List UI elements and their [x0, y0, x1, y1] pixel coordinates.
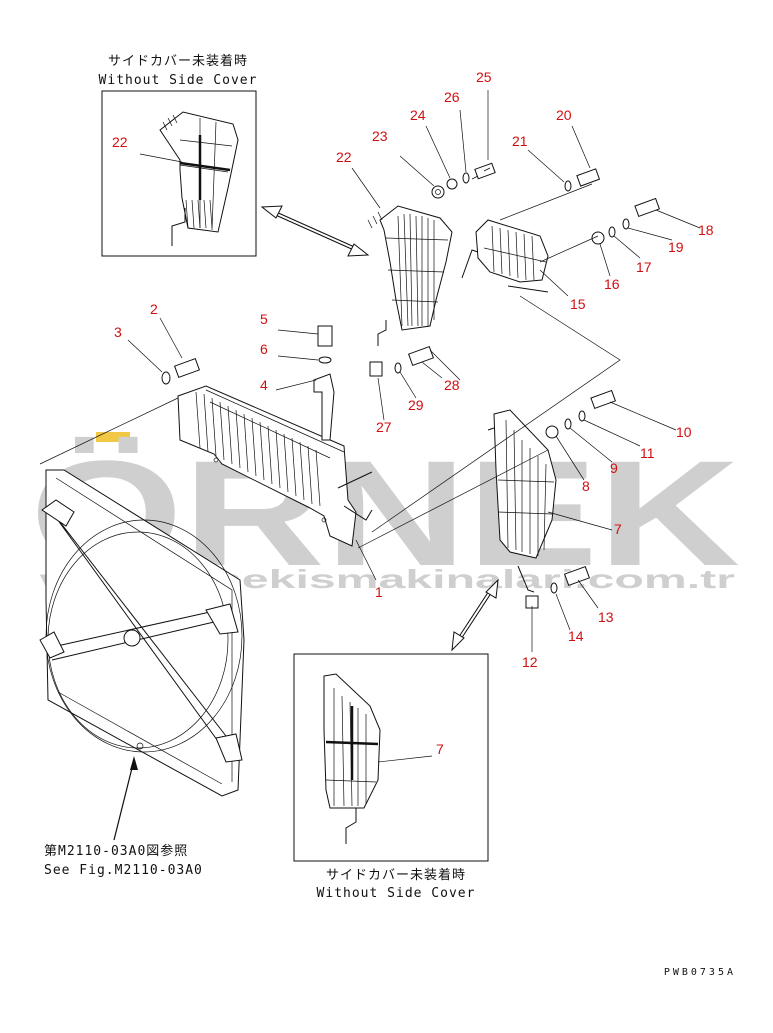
- callout-23: 23: [372, 128, 388, 144]
- leader-lines: [127, 90, 701, 652]
- hardware-middle: [161, 325, 461, 441]
- assembly-lines: [357, 295, 621, 549]
- part-1-frame: [177, 385, 373, 547]
- callout-15: 15: [570, 296, 586, 312]
- inset-bottom-title-en: Without Side Cover: [317, 886, 476, 901]
- callout-10: 10: [676, 424, 692, 440]
- callout-21: 21: [512, 133, 528, 149]
- callout-3: 3: [114, 324, 122, 340]
- callout-18: 18: [698, 222, 714, 238]
- callout-12: 12: [522, 654, 538, 670]
- callout-26: 26: [444, 89, 460, 105]
- callout-7: 7: [614, 521, 622, 537]
- inset-bottom: 7: [293, 653, 489, 862]
- callout-13: 13: [598, 609, 614, 625]
- inset-top: サイドカバー未装着時 Without Side Cover 22: [99, 53, 258, 257]
- callout-25: 25: [476, 69, 492, 85]
- fan-shroud: [39, 397, 245, 797]
- callout-17: 17: [636, 259, 652, 275]
- callout-6: 6: [260, 341, 268, 357]
- callout-27: 27: [376, 419, 392, 435]
- callout-4: 4: [260, 377, 268, 393]
- inset-top-frame: [101, 90, 257, 257]
- callout-2: 2: [150, 301, 158, 317]
- callout-inset-7: 7: [436, 741, 444, 757]
- callout-14: 14: [568, 628, 584, 644]
- callout-24: 24: [410, 107, 426, 123]
- callout-29: 29: [408, 397, 424, 413]
- arrow-bottom-inset: [451, 578, 499, 652]
- callout-1: 1: [375, 584, 383, 600]
- callout-22: 22: [336, 149, 352, 165]
- callout-20: 20: [556, 107, 572, 123]
- callout-28: 28: [444, 377, 460, 393]
- see-fig-en: See Fig.M2110-03A0: [44, 863, 203, 878]
- see-fig-jp: 第M2110-03A0図参照: [44, 843, 188, 859]
- part-15-cover: [461, 219, 549, 293]
- inset-bottom-title-jp: サイドカバー未装着時: [326, 867, 466, 883]
- callout-11: 11: [640, 445, 655, 461]
- callouts: 1 2 3 4 5 6 7 8 9 10 11 12 13 14 15 16 1…: [114, 69, 714, 670]
- drawing-code: PWB0735A: [664, 967, 736, 978]
- part-7-side-cover: [487, 389, 617, 609]
- callout-inset-22: 22: [112, 134, 128, 150]
- arrow-top-inset: [260, 205, 370, 257]
- callout-19: 19: [668, 239, 684, 255]
- inset-top-title-jp: サイドカバー未装着時: [108, 53, 248, 69]
- callout-8: 8: [582, 478, 590, 494]
- inset-bottom-frame: [293, 653, 489, 862]
- part-22-side-cover: [367, 205, 453, 346]
- see-fig-arrow: [113, 756, 138, 841]
- watermark-accent: [96, 432, 130, 442]
- callout-9: 9: [610, 460, 618, 476]
- inset-top-title-en: Without Side Cover: [99, 73, 258, 88]
- callout-16: 16: [604, 276, 620, 292]
- callout-5: 5: [260, 311, 268, 327]
- hardware-upper: [431, 162, 661, 263]
